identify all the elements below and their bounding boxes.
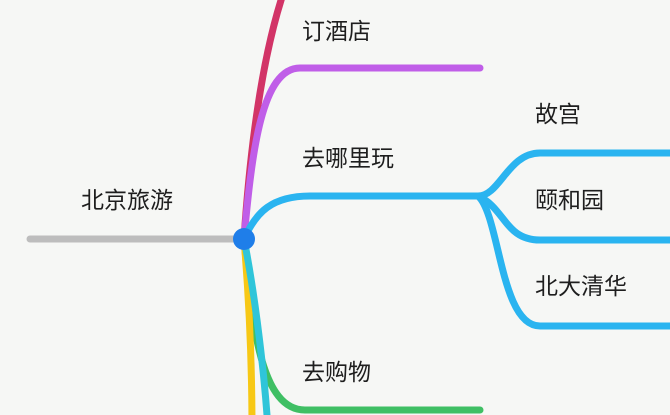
child-connector-3 (474, 192, 670, 330)
child-label-2[interactable]: 颐和园 (535, 188, 604, 214)
root-node-dot[interactable] (233, 228, 255, 250)
branch-label-shopping[interactable]: 去购物 (302, 360, 371, 386)
branch-connector-sightseeing (240, 192, 482, 243)
branch-label-hotel[interactable]: 订酒店 (302, 19, 371, 45)
branch-label-sightseeing[interactable]: 去哪里玩 (302, 146, 394, 172)
child-label-3[interactable]: 北大清华 (535, 274, 627, 300)
root-topic-label[interactable]: 北京旅游 (81, 188, 173, 214)
child-label-1[interactable]: 故宫 (535, 102, 581, 128)
branch-connector-hotel (240, 64, 484, 243)
child-connector-1 (474, 149, 670, 200)
branch-connector-cyan (240, 235, 271, 415)
child-connector-2 (474, 192, 670, 244)
